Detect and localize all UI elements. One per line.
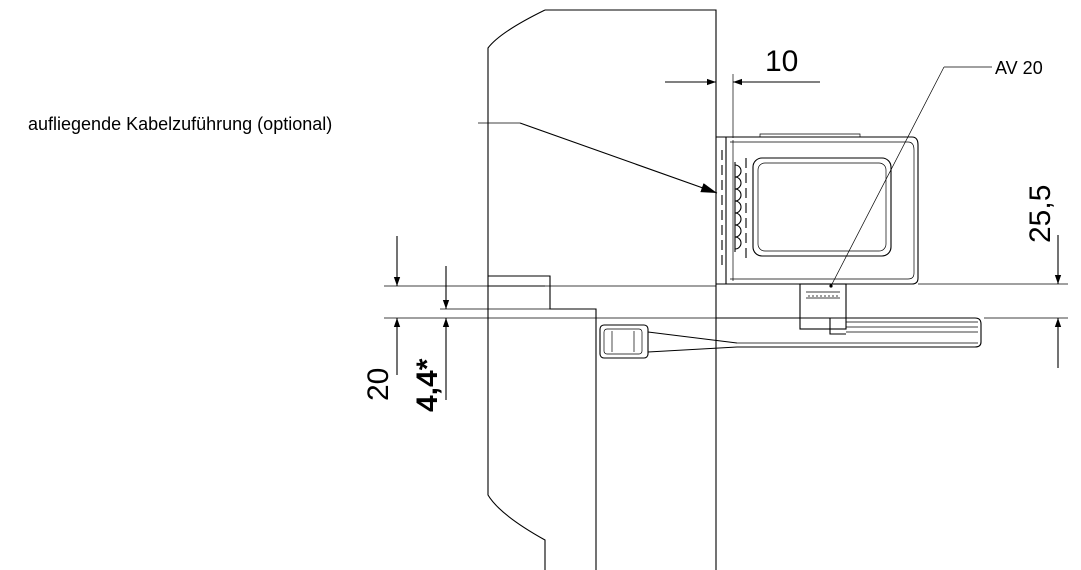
dimension-lines	[384, 66, 1068, 400]
sensor-housing	[716, 133, 919, 285]
profile-body	[487, 9, 717, 570]
rail	[716, 317, 982, 348]
cable-feed-label: aufliegende Kabelzuführung (optional)	[28, 114, 332, 134]
clamp-assembly	[599, 324, 738, 359]
mounting-bracket	[799, 283, 847, 335]
model-label: AV 20	[995, 58, 1043, 78]
cable-feed	[721, 150, 747, 270]
dim-left-inner: 4,4*	[411, 358, 444, 412]
dim-left-outer: 20	[362, 368, 395, 401]
dim-gap-top: 10	[765, 45, 798, 78]
dim-height-right: 25,5	[1024, 185, 1057, 243]
